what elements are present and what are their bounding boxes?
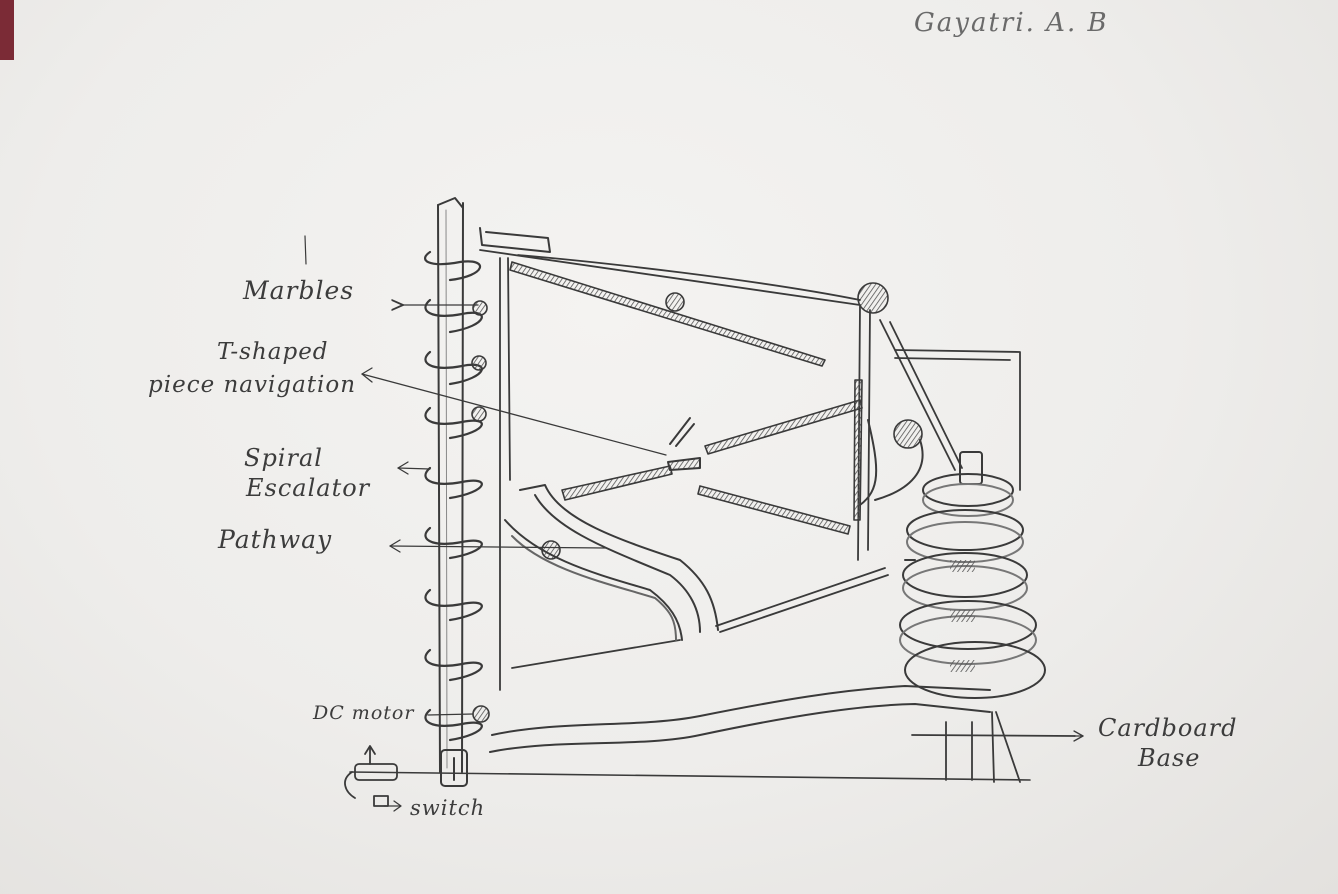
spiral-tower bbox=[900, 452, 1045, 698]
vertical-pole bbox=[438, 198, 467, 786]
ground-line bbox=[350, 772, 1030, 780]
label-t-shaped-line2: piece navigation bbox=[148, 373, 356, 397]
switch-icon bbox=[345, 746, 397, 806]
author-signature: Gayatri. A. B bbox=[914, 10, 1109, 37]
label-switch: switch bbox=[410, 797, 485, 819]
cardboard-base bbox=[912, 712, 1075, 782]
label-dc-motor: DC motor bbox=[313, 704, 414, 724]
label-cardboard-line2: Base bbox=[1138, 746, 1200, 771]
label-t-shaped-line1: T-shaped bbox=[217, 340, 329, 364]
label-cardboard-line1: Cardboard bbox=[1098, 716, 1237, 741]
t-shaped-piece bbox=[668, 418, 700, 470]
track-frame bbox=[480, 250, 1020, 690]
ramps bbox=[510, 262, 862, 534]
label-spiral-line1: Spiral bbox=[244, 446, 323, 471]
label-pathway: Pathway bbox=[218, 527, 332, 553]
label-spiral-line2: Escalator bbox=[246, 476, 370, 501]
label-marbles: Marbles bbox=[243, 278, 354, 304]
spiral-escalator bbox=[425, 252, 482, 740]
